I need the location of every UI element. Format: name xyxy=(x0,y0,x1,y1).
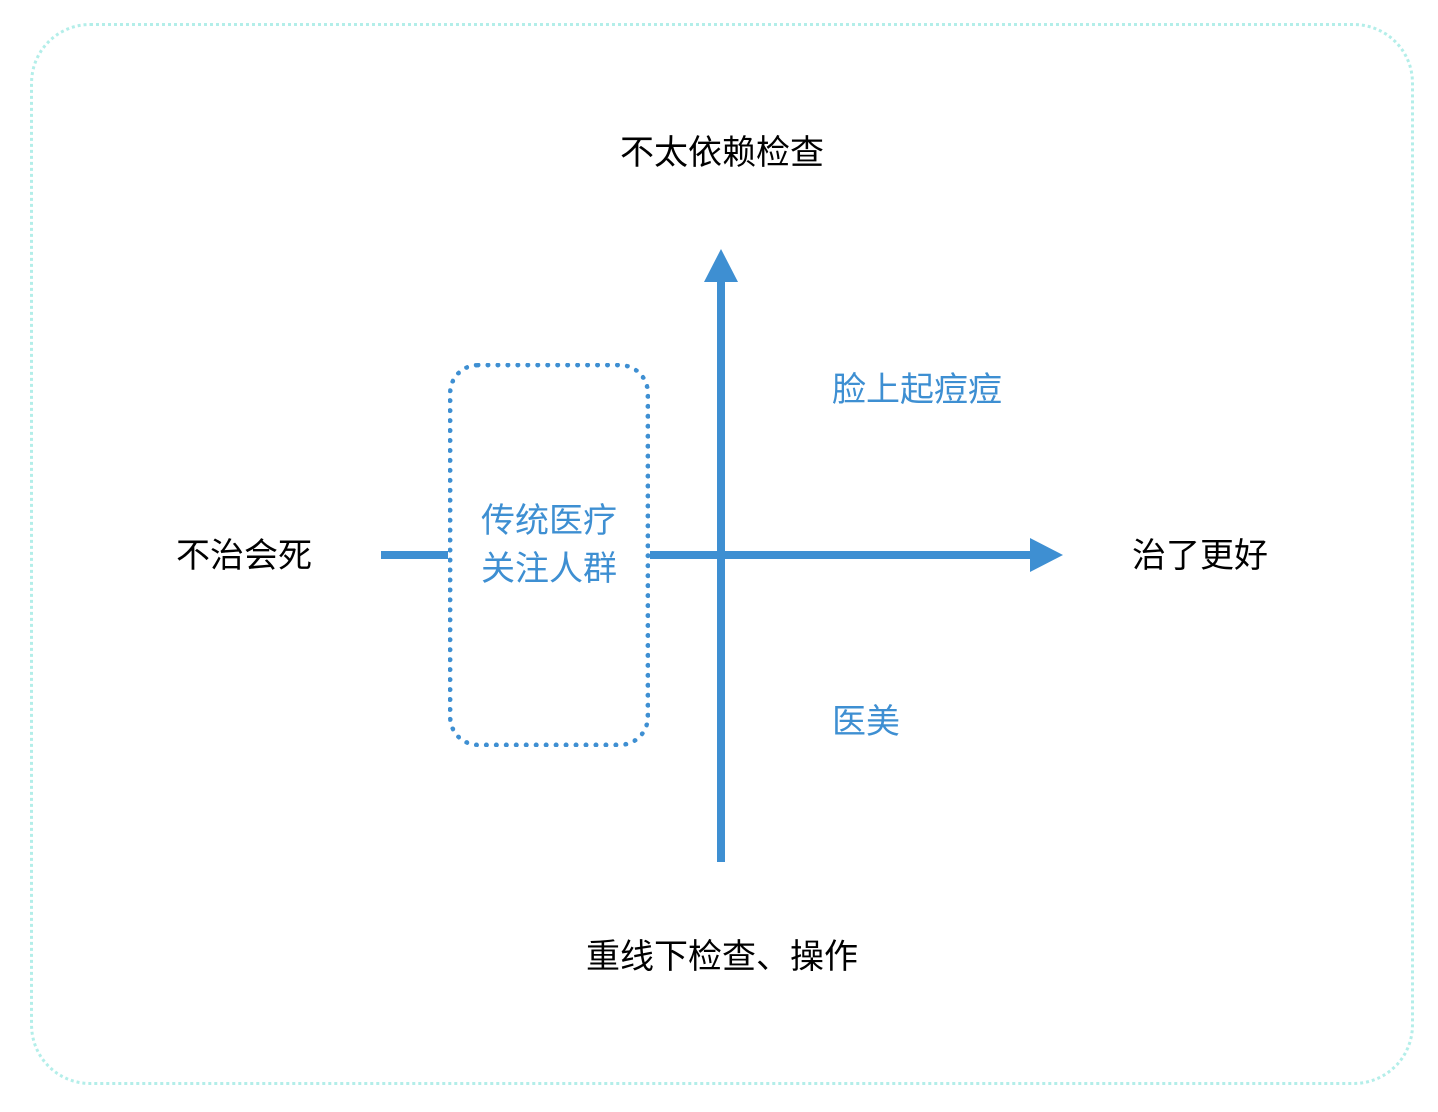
horizontal-axis-arrowhead xyxy=(1030,538,1063,572)
highlight-box-line2: 关注人群 xyxy=(481,549,617,589)
axis-label-bottom: 重线下检查、操作 xyxy=(586,937,858,977)
traditional-medicine-group-box xyxy=(448,363,650,747)
quadrant-item-upper-right: 脸上起痘痘 xyxy=(832,370,1002,410)
axis-label-left: 不治会死 xyxy=(176,536,312,576)
highlight-box-label: 传统医疗 关注人群 xyxy=(448,497,650,593)
quadrant-item-lower-right: 医美 xyxy=(832,702,900,742)
diagram-frame xyxy=(30,23,1414,1085)
vertical-axis-arrowhead xyxy=(704,249,738,282)
axis-label-top: 不太依赖检查 xyxy=(620,133,824,173)
highlight-box-line1: 传统医疗 xyxy=(481,501,617,541)
axis-label-right: 治了更好 xyxy=(1132,536,1268,576)
